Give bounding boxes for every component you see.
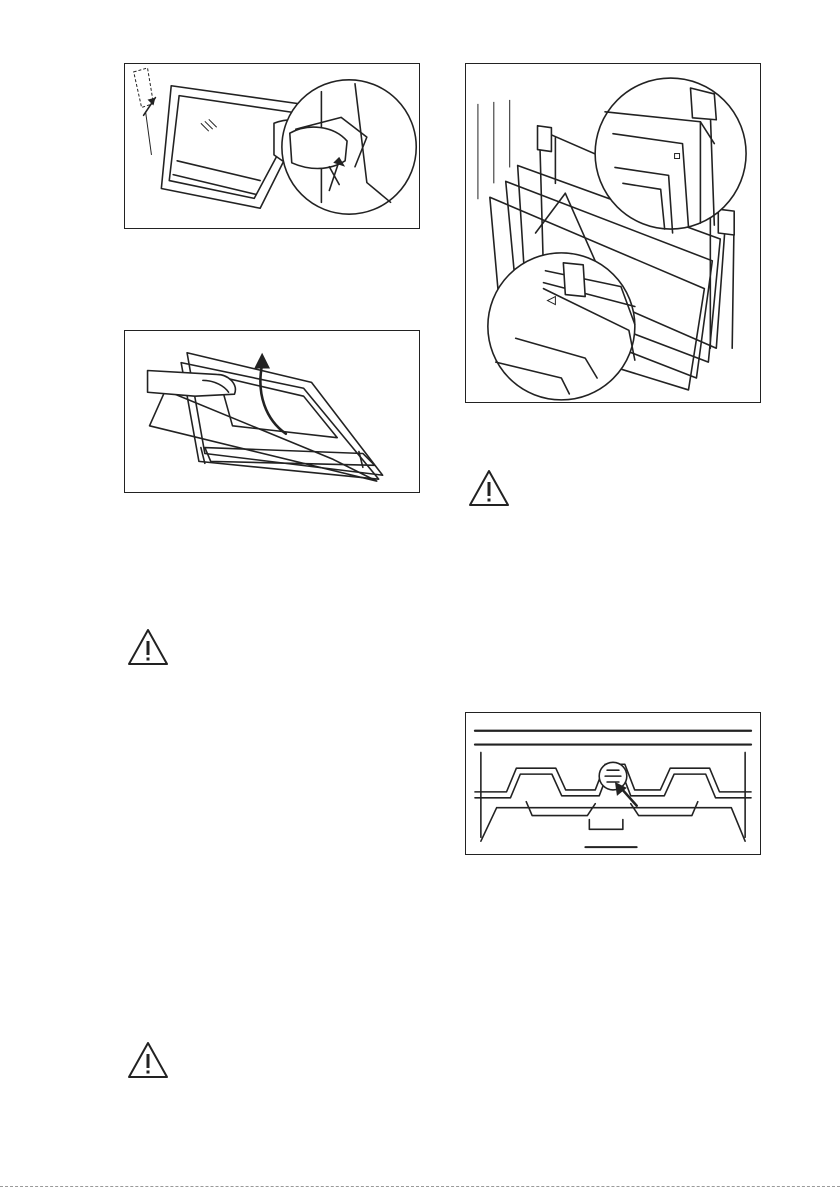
lift-glass-panel-illustration	[125, 331, 419, 492]
door-trim-release-illustration	[125, 64, 419, 228]
glass-panels-assembly-illustration	[466, 64, 760, 402]
warning-triangle-icon	[126, 1040, 170, 1080]
figure-glass-panels-order	[465, 63, 761, 403]
warning-triangle-icon	[467, 468, 511, 508]
warning-triangle-icon	[126, 627, 170, 667]
page-bottom-rule	[0, 1186, 840, 1187]
figure-lift-glass-panel	[124, 330, 420, 493]
oven-ceiling-lamp-illustration	[466, 713, 760, 854]
figure-remove-door-trim	[124, 63, 420, 229]
figure-oven-lamp	[465, 712, 761, 855]
